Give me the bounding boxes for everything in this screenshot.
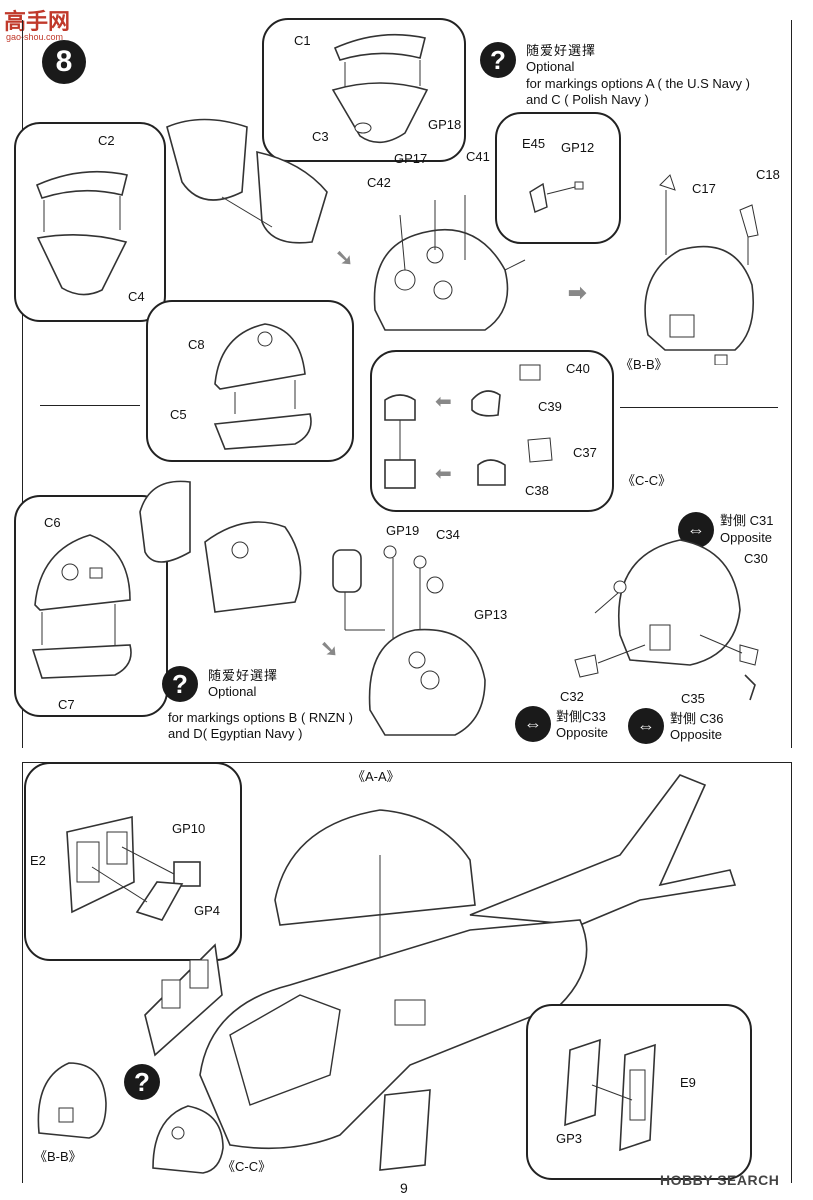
page-number: 9 xyxy=(400,1180,408,1196)
part-label-e9: E9 xyxy=(680,1075,696,1090)
nose-body-bb xyxy=(644,174,759,365)
part-label-c17: C17 xyxy=(692,181,716,196)
sensor-parts-c37-c40: ⬅ ⬅ xyxy=(384,364,553,489)
opposite-arrow-icon: ⇔ xyxy=(678,512,714,548)
opposite-label-c36-en: Opposite xyxy=(670,727,723,742)
part-label-c5: C5 xyxy=(170,407,187,422)
nose-part-c8-c5 xyxy=(213,323,312,450)
part-label-gp17: GP17 xyxy=(394,151,428,166)
part-label-c41: C41 xyxy=(466,149,490,164)
part-label-c1: C1 xyxy=(294,33,311,48)
direction-arrow: ➘ xyxy=(335,245,354,270)
section-divider xyxy=(620,407,778,408)
part-label-c6: C6 xyxy=(44,515,61,530)
view-label-bb: 《B-B》 xyxy=(620,357,668,372)
section-divider xyxy=(40,405,140,406)
view-label-aa: 《A-A》 xyxy=(352,769,400,784)
part-label-c3: C3 xyxy=(312,129,329,144)
part-label-c34: C34 xyxy=(436,527,460,542)
site-logo-url: gao-shou.com xyxy=(6,32,64,42)
view-label-bb: 《B-B》 xyxy=(34,1149,82,1164)
brand-watermark: HOBBY SEARCH xyxy=(660,1172,780,1188)
part-label-c38: C38 xyxy=(525,483,549,498)
part-label-c2: C2 xyxy=(98,133,115,148)
part-label-c42: C42 xyxy=(367,175,391,190)
window-parts-e2 xyxy=(66,816,201,921)
part-label-c39: C39 xyxy=(538,399,562,414)
helicopter-fuselage xyxy=(144,774,737,1171)
nose-body-bb-small xyxy=(37,1062,107,1139)
opposite-label-c31-cn: 對側 C31 xyxy=(720,513,774,528)
detail-bubble-e45-gp12 xyxy=(495,112,621,244)
optional-desc-line1: for markings options A ( the U.S Navy ) xyxy=(526,76,750,91)
direction-arrow: ➘ xyxy=(320,636,339,661)
nose-body-cc-small xyxy=(152,1105,224,1174)
step-number-badge: 8 xyxy=(42,40,86,84)
optional-desc-line2: and D( Egyptian Navy ) xyxy=(168,726,303,741)
nose-part-c6-c7 xyxy=(31,534,132,679)
opposite-label-c33-cn: 對側C33 xyxy=(556,709,606,724)
part-label-c35: C35 xyxy=(681,691,705,706)
part-label-e45: E45 xyxy=(522,136,546,151)
optional-question-icon: ? xyxy=(162,666,198,702)
optional-desc-line2: and C ( Polish Navy ) xyxy=(526,92,649,107)
opposite-label-c36-cn: 對側 C36 xyxy=(670,711,724,726)
part-label-c30: C30 xyxy=(744,551,768,566)
opposite-label-c31-en: Opposite xyxy=(720,530,773,545)
part-label-c8: C8 xyxy=(188,337,205,352)
optional-en-text: Optional xyxy=(526,59,575,74)
opposite-arrow-icon: ⇔ xyxy=(628,708,664,744)
site-logo: 高手网 xyxy=(4,9,71,34)
nose-assembly-lower xyxy=(139,480,302,613)
optional-cn-text: 随爱好選擇 xyxy=(208,668,279,683)
view-label-cc: 《C-C》 xyxy=(622,473,672,488)
windshield-part-c1 xyxy=(331,33,429,144)
optional-desc-line1: for markings options B ( RNZN ) xyxy=(168,710,353,725)
step8-frame xyxy=(22,20,792,748)
door-parts-e9 xyxy=(564,1038,656,1152)
part-label-c37: C37 xyxy=(573,445,597,460)
part-label-c4: C4 xyxy=(128,289,145,304)
part-label-gp3: GP3 xyxy=(556,1131,583,1146)
svg-text:⬅: ⬅ xyxy=(435,461,452,485)
view-label-cc: 《C-C》 xyxy=(222,1159,272,1174)
nose-body-step8-upper xyxy=(373,195,526,331)
optional-question-icon: ? xyxy=(124,1064,160,1100)
part-label-gp19: GP19 xyxy=(386,523,420,538)
part-label-gp13: GP13 xyxy=(474,607,508,622)
direction-arrow: ➡ xyxy=(568,280,587,305)
opposite-arrow-icon: ⇔ xyxy=(515,706,551,742)
part-label-c32: C32 xyxy=(560,689,584,704)
nose-body-sensors xyxy=(574,539,759,701)
optional-en-text: Optional xyxy=(208,684,257,699)
part-label-c7: C7 xyxy=(58,697,75,712)
part-label-gp18: GP18 xyxy=(428,117,462,132)
opposite-label-c33-en: Opposite xyxy=(556,725,609,740)
part-e45-gp12 xyxy=(529,181,584,213)
nose-assembly-top xyxy=(166,118,328,244)
part-label-c40: C40 xyxy=(566,361,590,376)
part-label-gp10: GP10 xyxy=(172,821,206,836)
optional-cn-text: 随爱好選擇 xyxy=(526,43,597,58)
part-label-gp4: GP4 xyxy=(194,903,221,918)
part-label-c18: C18 xyxy=(756,167,780,182)
step9-frame xyxy=(22,762,792,1183)
part-label-e2: E2 xyxy=(30,853,46,868)
optional-question-icon: ? xyxy=(480,42,516,78)
nose-body-step8-lower xyxy=(332,545,486,736)
svg-text:⬅: ⬅ xyxy=(435,389,452,413)
part-label-gp12: GP12 xyxy=(561,140,595,155)
windshield-part-c2 xyxy=(35,170,128,296)
